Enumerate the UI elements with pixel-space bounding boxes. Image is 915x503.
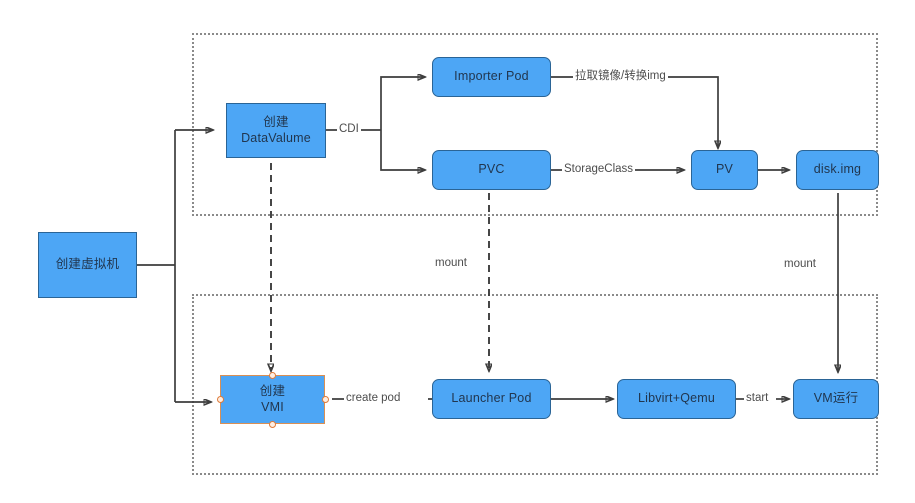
node-launcher-pod-label: Launcher Pod xyxy=(451,391,532,406)
node-create-vm-label: 创建虚拟机 xyxy=(55,257,120,272)
group-cdi-storage xyxy=(192,33,878,216)
node-pvc-label: PVC xyxy=(478,162,505,177)
node-create-vmi-label: 创建 VMI xyxy=(259,383,286,414)
node-libvirt-qemu-label: Libvirt+Qemu xyxy=(637,391,716,406)
edge-label-storage-class: StorageClass xyxy=(562,163,636,176)
node-vm-running[interactable]: VM运行 xyxy=(793,379,879,419)
node-launcher-pod[interactable]: Launcher Pod xyxy=(432,379,551,419)
wire-importer-to-pv xyxy=(551,76,718,148)
node-vm-running-label: VM运行 xyxy=(813,391,859,406)
node-create-datavalume[interactable]: 创建 DataValume xyxy=(226,103,326,158)
node-libvirt-qemu[interactable]: Libvirt+Qemu xyxy=(617,379,736,419)
selection-handle-top[interactable] xyxy=(269,371,276,379)
node-pv-label: PV xyxy=(715,162,734,177)
node-importer-pod-label: Importer Pod xyxy=(454,69,529,84)
node-create-vm[interactable]: 创建虚拟机 xyxy=(38,232,137,298)
edge-label-pull-convert: 拉取镜像/转换img xyxy=(573,70,668,83)
edge-label-mount-left: mount xyxy=(433,257,469,270)
node-disk-img-label: disk.img xyxy=(813,162,862,177)
wire-cdi-branch-down xyxy=(380,130,425,170)
wire-cdi-branch-up xyxy=(380,77,425,130)
edge-label-cdi: CDI xyxy=(337,123,361,136)
node-pv[interactable]: PV xyxy=(691,150,758,190)
edge-label-start: start xyxy=(744,392,771,405)
selection-handle-right[interactable] xyxy=(321,396,329,403)
edge-label-mount-right: mount xyxy=(782,258,818,271)
node-create-datavalume-label: 创建 DataValume xyxy=(241,114,311,145)
node-create-vmi[interactable]: 创建 VMI xyxy=(220,375,325,424)
node-disk-img[interactable]: disk.img xyxy=(796,150,879,190)
selection-handle-left[interactable] xyxy=(216,396,224,403)
node-importer-pod[interactable]: Importer Pod xyxy=(432,57,551,97)
edge-label-create-pod: create pod xyxy=(344,392,403,405)
node-pvc[interactable]: PVC xyxy=(432,150,551,190)
selection-handle-bottom[interactable] xyxy=(269,420,276,428)
